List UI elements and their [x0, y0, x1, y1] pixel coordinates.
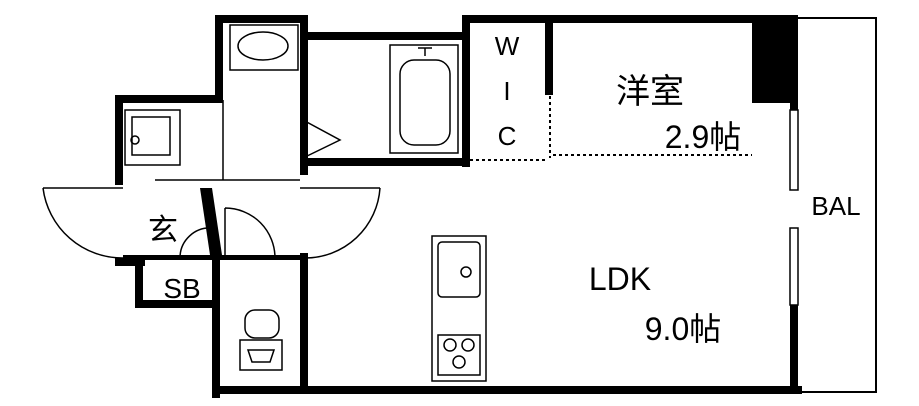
- balcony-window: [789, 109, 799, 306]
- balcony-label: BAL: [811, 191, 860, 221]
- ldk-room-name: LDK: [589, 261, 651, 297]
- kitchen-counter: [431, 235, 487, 382]
- walls: [115, 15, 802, 398]
- washing-machine-pan: [124, 109, 181, 166]
- wic-letter-i: I: [503, 76, 510, 106]
- sliding-doors: [470, 60, 752, 161]
- balcony: [798, 17, 877, 393]
- toilet: [239, 309, 283, 371]
- bathtub: [389, 44, 459, 154]
- wic-label: W I C: [495, 31, 520, 151]
- entrance-label: 玄: [148, 214, 178, 247]
- door-swings: [42, 100, 381, 259]
- western-room-name: 洋室: [616, 73, 684, 111]
- washbasin: [229, 24, 299, 71]
- shoe-box-label: SB: [163, 273, 200, 304]
- western-room-size: 2.9帖: [665, 119, 742, 155]
- wic-letter-c: C: [498, 121, 517, 151]
- wic-letter-w: W: [495, 31, 520, 61]
- ldk-room-size: 9.0帖: [645, 311, 722, 347]
